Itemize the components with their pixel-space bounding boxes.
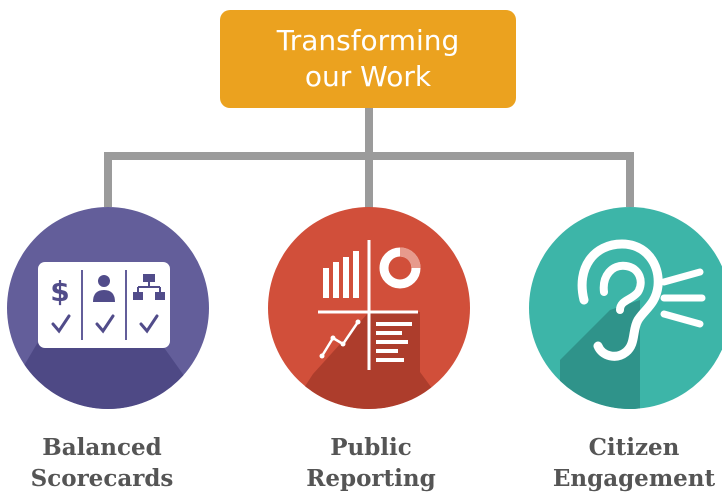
svg-text:$: $: [50, 275, 69, 308]
public-reporting-circle: [268, 207, 470, 409]
balanced-scorecards-label: Balanced Scorecards: [2, 432, 202, 494]
label-line1: Public: [330, 434, 412, 461]
label-line1: Citizen: [588, 434, 680, 461]
report-charts-icon: [318, 240, 421, 370]
label-line2: Engagement: [552, 465, 716, 492]
label-line2: Reporting: [306, 465, 436, 492]
balanced-scorecards-circle: $: [7, 207, 209, 409]
citizen-engagement-label: Citizen Engagement: [534, 432, 722, 494]
scorecard-icon: $: [38, 262, 170, 348]
public-reporting-label: Public Reporting: [271, 432, 471, 494]
citizen-engagement-circle: [529, 207, 722, 409]
label-line1: Balanced: [42, 434, 162, 461]
top-box-line1: Transforming: [276, 24, 460, 57]
transforming-our-work-box: Transforming our Work: [220, 10, 516, 108]
top-box-line2: our Work: [304, 60, 432, 93]
connector-lines: [104, 108, 634, 210]
ear-icon: [577, 239, 706, 361]
label-line2: Scorecards: [30, 465, 174, 492]
